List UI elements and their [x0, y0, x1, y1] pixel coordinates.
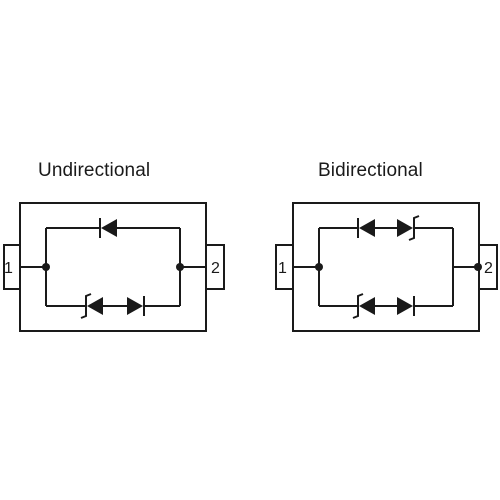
diode-icon [397, 296, 415, 316]
pin-2-label: 2 [484, 260, 493, 277]
junction-dot [42, 263, 50, 271]
zener-diode-icon [80, 293, 103, 319]
diode-icon [99, 218, 117, 238]
unidirectional-package [3, 202, 225, 332]
pin-2-label: 2 [211, 260, 220, 277]
diode-icon [357, 218, 375, 238]
pin-1-label: 1 [278, 260, 287, 277]
junction-dot [474, 263, 482, 271]
unidirectional-title: Undirectional [38, 160, 151, 181]
bidirectional-package [275, 202, 498, 332]
zener-diode-icon [352, 293, 375, 319]
junction-dot [315, 263, 323, 271]
pin-1-label: 1 [4, 260, 13, 277]
bidirectional-title: Bidirectional [318, 160, 423, 181]
junction-dot [176, 263, 184, 271]
zener-diode-icon [397, 215, 420, 241]
circuit-loop [293, 227, 479, 307]
diode-icon [127, 296, 145, 316]
